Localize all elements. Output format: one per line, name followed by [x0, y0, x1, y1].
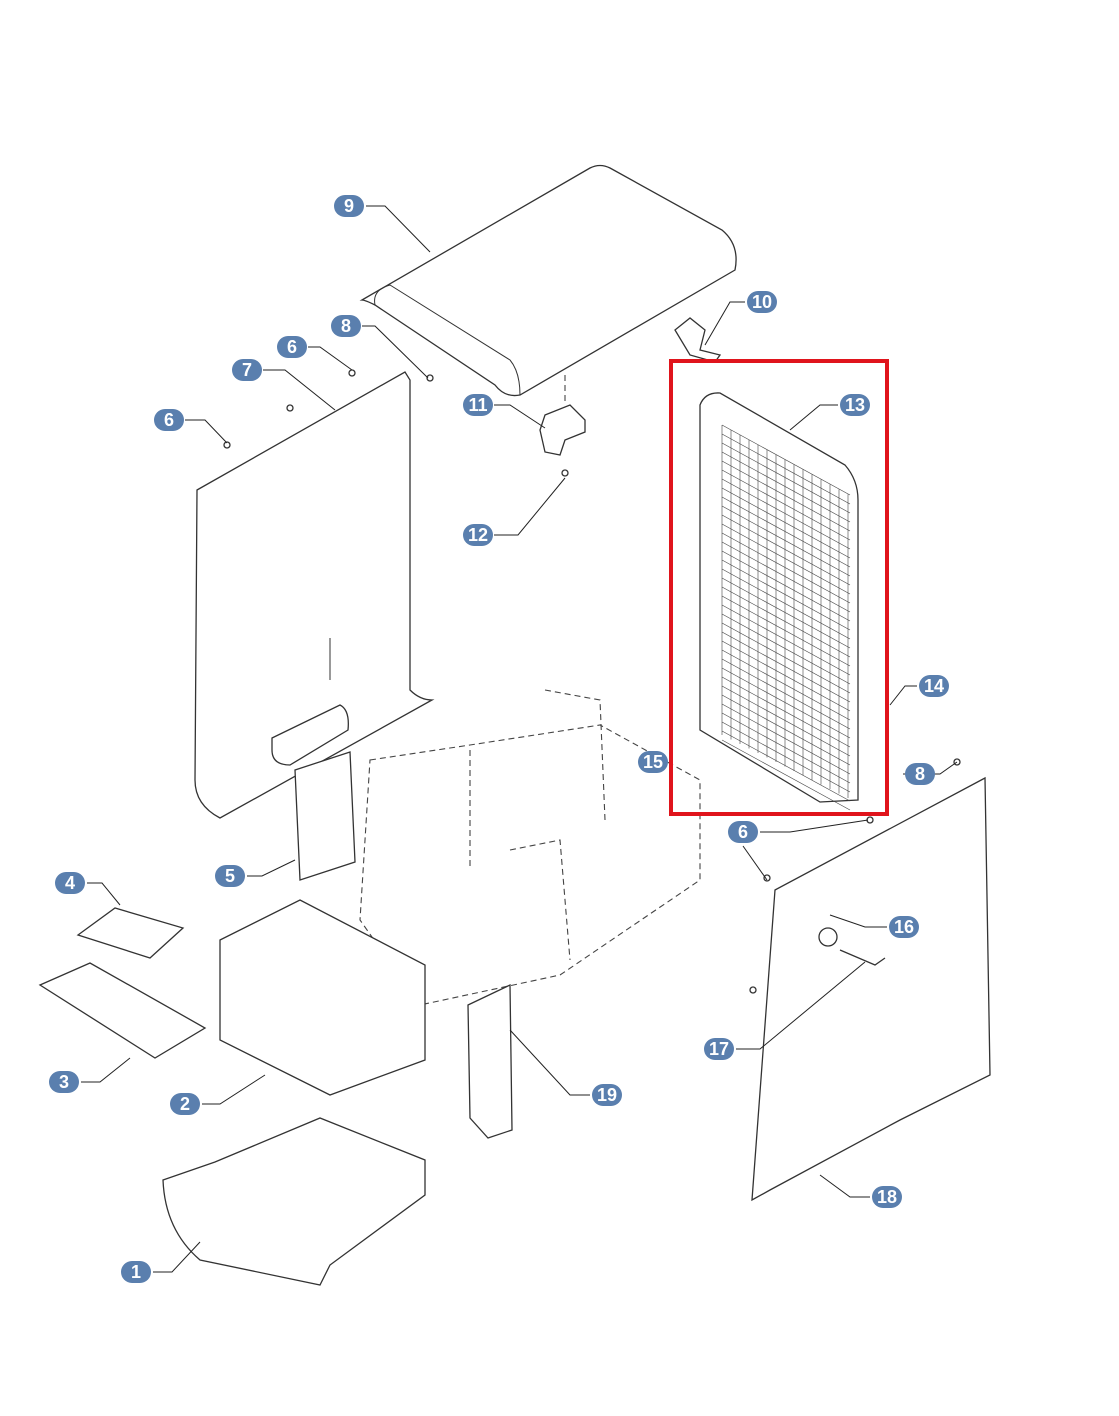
cup-grille-part: [76, 907, 185, 959]
callout-part-6[interactable]: 6: [154, 409, 184, 431]
callout-part-11[interactable]: 11: [463, 394, 493, 416]
callout-part-8[interactable]: 8: [905, 763, 935, 785]
hinge-part: [674, 317, 722, 363]
callout-part-3[interactable]: 3: [49, 1071, 79, 1093]
side-bracket-part: [467, 983, 513, 1139]
callout-part-7[interactable]: 7: [232, 359, 262, 381]
right-side-door-part: [751, 776, 991, 1202]
top-cover-part: [359, 164, 737, 397]
callout-part-6[interactable]: 6: [277, 336, 307, 358]
callout-part-6[interactable]: 6: [728, 821, 758, 843]
callout-part-8[interactable]: 8: [331, 315, 361, 337]
filter-panel-part: [699, 392, 859, 811]
left-side-panel-part: [194, 371, 435, 819]
callout-part-19[interactable]: 19: [592, 1084, 622, 1106]
plate-part: [294, 751, 356, 881]
callout-part-13[interactable]: 13: [840, 394, 870, 416]
callout-part-18[interactable]: 18: [872, 1186, 902, 1208]
drip-tray-grille-part: [38, 962, 207, 1059]
callout-part-9[interactable]: 9: [334, 195, 364, 217]
callout-part-4[interactable]: 4: [55, 872, 85, 894]
chassis-frame-part: [359, 689, 701, 1006]
callout-part-12[interactable]: 12: [463, 524, 493, 546]
highlight-box: [669, 359, 889, 816]
callout-part-17[interactable]: 17: [704, 1038, 734, 1060]
grounds-container-part: [219, 899, 426, 1096]
drip-tray-part: [162, 1117, 426, 1286]
callout-part-10[interactable]: 10: [747, 291, 777, 313]
callout-part-5[interactable]: 5: [215, 865, 245, 887]
bracket-part: [539, 404, 586, 456]
callout-part-15[interactable]: 15: [638, 751, 668, 773]
callout-part-14[interactable]: 14: [919, 675, 949, 697]
callout-part-16[interactable]: 16: [889, 916, 919, 938]
callout-part-2[interactable]: 2: [170, 1093, 200, 1115]
callout-part-1[interactable]: 1: [121, 1261, 151, 1283]
leader-lines: [81, 205, 958, 1273]
